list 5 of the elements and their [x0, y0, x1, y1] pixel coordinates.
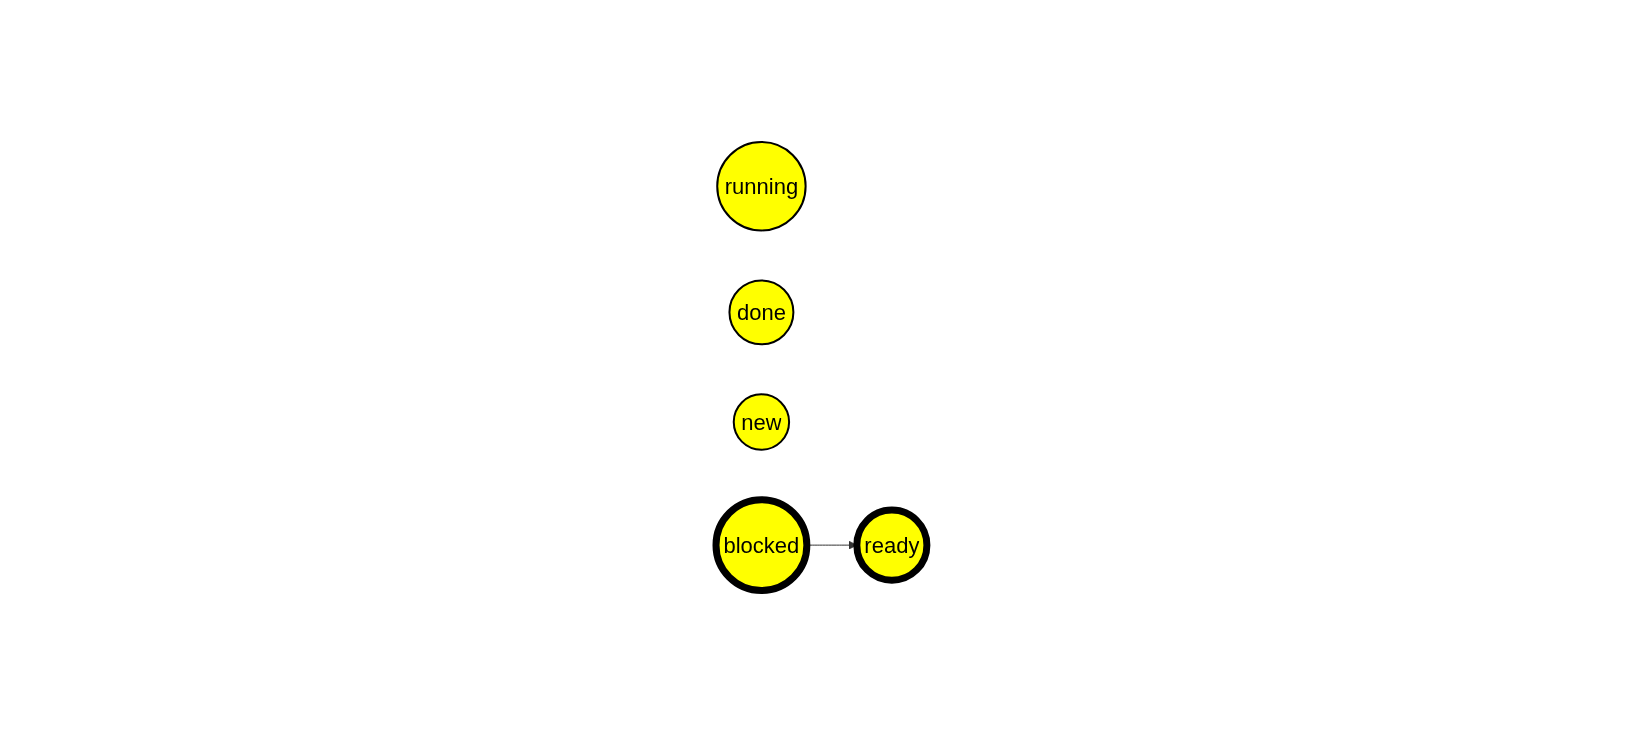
node-circle: running: [715, 140, 807, 232]
node-circle: new: [732, 393, 790, 451]
node-circle: done: [728, 279, 794, 346]
node-circle: blocked: [712, 495, 810, 594]
node-circle: ready: [852, 506, 930, 584]
